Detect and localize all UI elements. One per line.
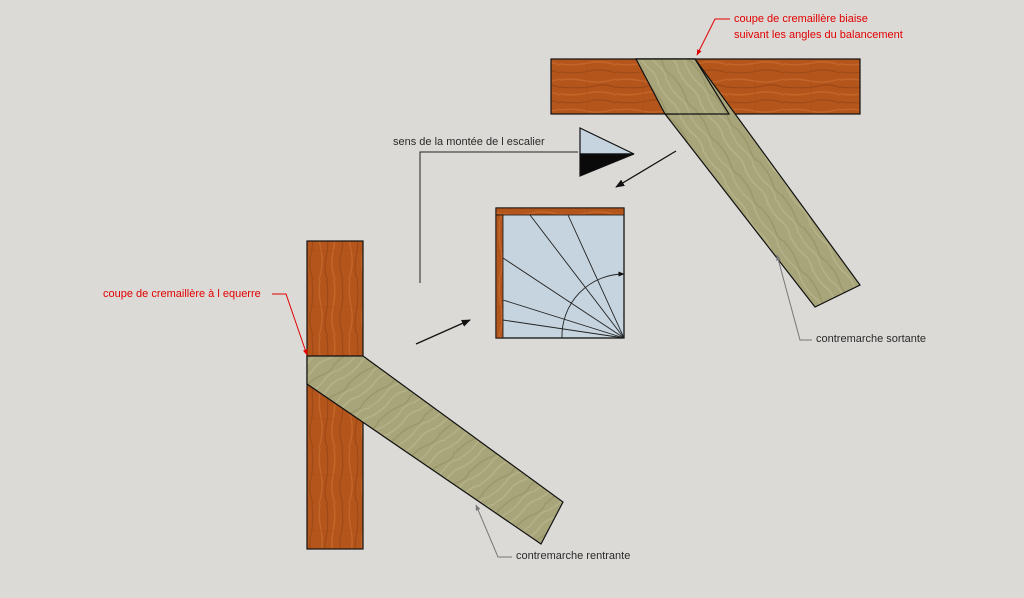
bevel-cut-label-line2: suivant les angles du balancement xyxy=(734,29,903,41)
incoming-riser-label: contremarche rentrante xyxy=(516,550,631,562)
square-cut-label: coupe de cremaillère à l equerre xyxy=(103,288,261,300)
winder-step-lines xyxy=(502,214,625,339)
direction-triangle-lower xyxy=(579,153,635,177)
incoming-riser-board xyxy=(306,355,564,545)
label-leaders xyxy=(272,18,812,558)
stair-plan-top-stringer xyxy=(495,207,625,216)
bevel-cut-zone xyxy=(635,58,731,115)
bevel-cut-leader xyxy=(696,18,730,56)
rotation-arc-arrow xyxy=(561,271,625,339)
outgoing-riser-label: contremarche sortante xyxy=(816,333,927,345)
bottom-stringer-assembly xyxy=(306,240,564,550)
incoming-arrow xyxy=(415,319,471,345)
incoming-riser-leader xyxy=(475,504,512,558)
direction-leader-line xyxy=(419,151,578,283)
direction-indicator xyxy=(415,127,677,345)
bevel-cut-label-line1: coupe de cremaillère biaise xyxy=(734,13,868,25)
square-cut-leader xyxy=(272,293,308,356)
stair-plan-side-stringer xyxy=(495,214,504,339)
stair-direction-label: sens de la montée de l escalier xyxy=(393,136,545,148)
direction-triangle-upper xyxy=(579,127,635,155)
outgoing-arrow xyxy=(615,150,677,188)
outgoing-riser-leader xyxy=(776,254,812,341)
top-stringer-assembly xyxy=(550,58,861,308)
stair-plan-square xyxy=(495,207,625,339)
stair-plan xyxy=(495,207,625,339)
